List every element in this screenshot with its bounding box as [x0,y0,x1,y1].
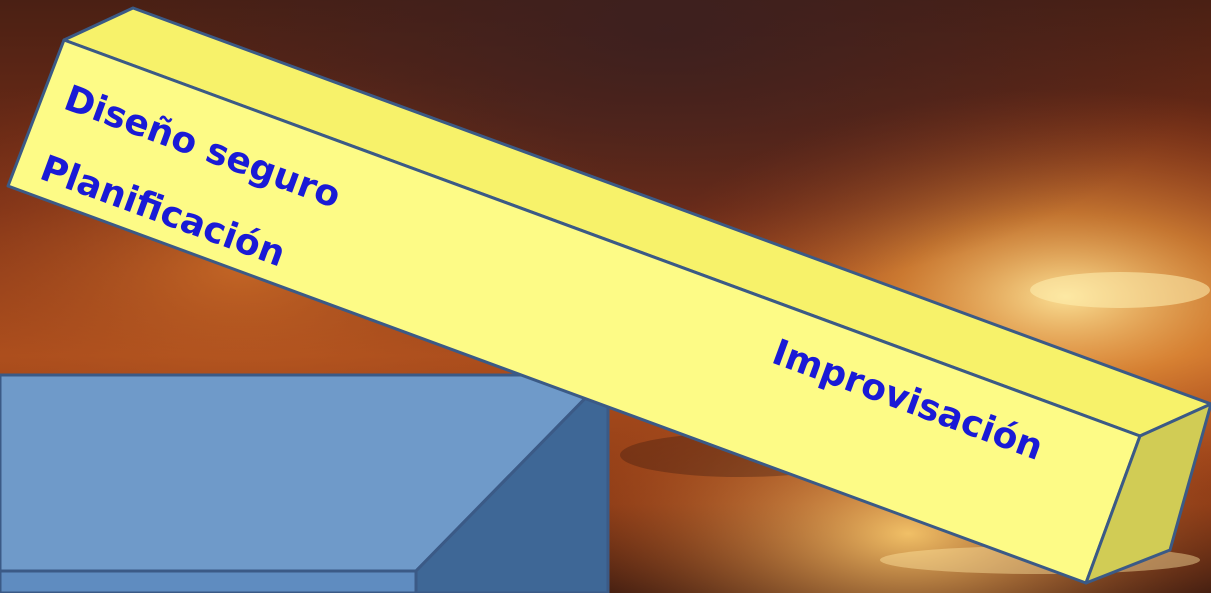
support-box-front [0,569,418,593]
balance-beam: Diseño seguro Planificación Improvisació… [6,6,1211,585]
beam-end-face [1084,402,1211,585]
support-box [0,371,612,593]
